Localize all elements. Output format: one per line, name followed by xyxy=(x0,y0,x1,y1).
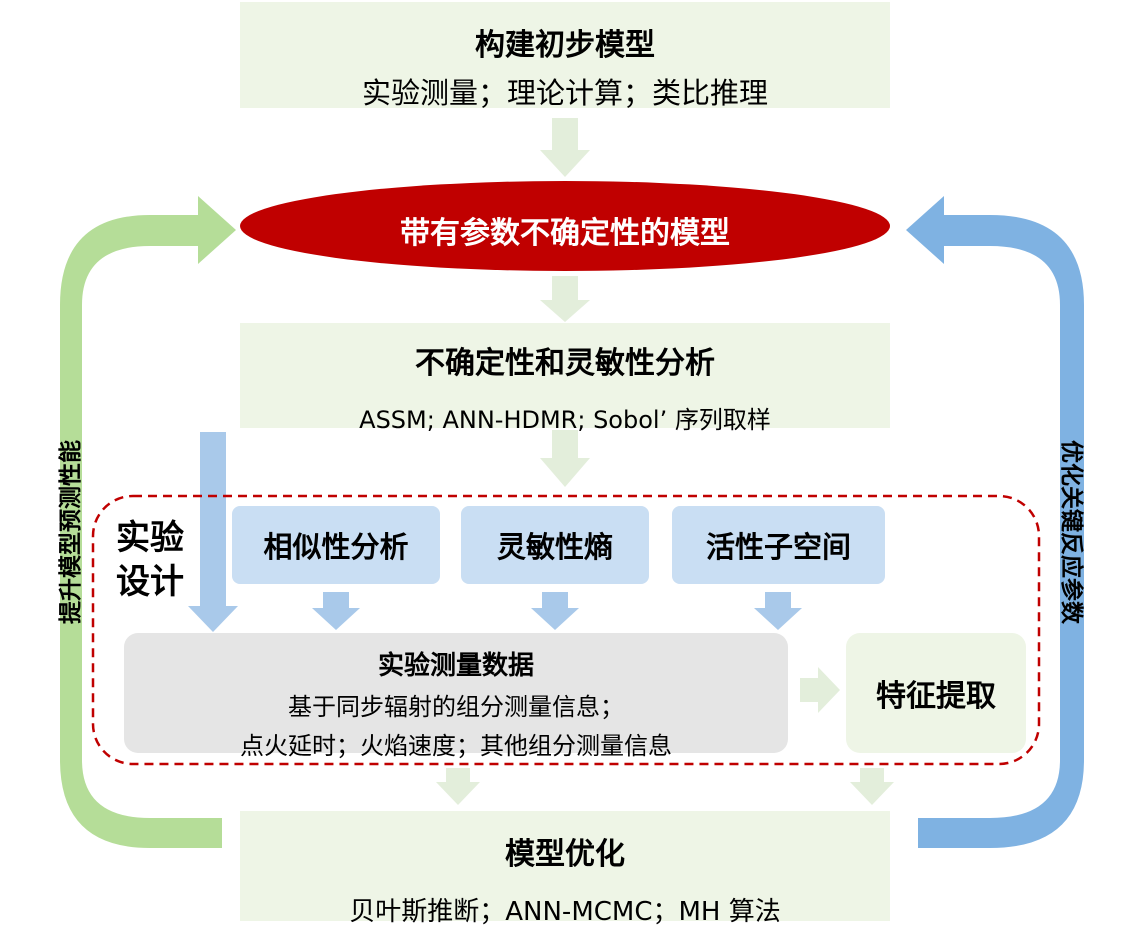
feature-extraction-label: 特征提取 xyxy=(876,679,996,714)
down-arrow-1 xyxy=(540,118,590,177)
measurement-data-box: 实验测量数据 基于同步辐射的组分测量信息； 点火延时；火焰速度；其他组分测量信息 xyxy=(124,633,788,760)
experiment-design-label: 实验 设计 xyxy=(116,516,184,604)
blue-arrow-3 xyxy=(754,592,802,630)
uncertainty-analysis-box: 不确定性和灵敏性分析 ASSM; ANN-HDMR; Sobol’ 序列取样 xyxy=(240,323,890,434)
method-active-subspace: 活性子空间 xyxy=(672,506,885,584)
down-arrow-4 xyxy=(436,768,480,805)
right-loop-arrow-head xyxy=(906,196,944,264)
model-optimization-box: 模型优化 贝叶斯推断；ANN-MCMC；MH 算法 xyxy=(240,811,890,927)
right-loop-arrow-body xyxy=(918,215,1084,848)
blue-long-arrow xyxy=(188,432,238,632)
right-arrow-to-feature xyxy=(800,667,840,713)
left-loop-label: 提升模型预测性能 xyxy=(58,440,84,624)
initial-model-subtitle: 实验测量；理论计算；类比推理 xyxy=(361,76,768,110)
left-loop-arrow-head xyxy=(198,196,236,264)
experiment-design-line2: 设计 xyxy=(116,562,184,602)
initial-model-box: 构建初步模型 实验测量；理论计算；类比推理 xyxy=(240,2,890,110)
initial-model-title: 构建初步模型 xyxy=(475,28,655,63)
method-sensitivity-entropy: 灵敏性熵 xyxy=(461,506,649,584)
uncertainty-analysis-subtitle: ASSM; ANN-HDMR; Sobol’ 序列取样 xyxy=(359,406,771,434)
uncertainty-analysis-title: 不确定性和灵敏性分析 xyxy=(415,346,715,381)
model-optimization-title: 模型优化 xyxy=(505,837,625,872)
measurement-data-line1: 基于同步辐射的组分测量信息； xyxy=(288,693,624,721)
uncertain-model-label: 带有参数不确定性的模型 xyxy=(400,216,730,251)
down-arrow-5 xyxy=(850,768,894,805)
down-arrow-2 xyxy=(540,276,590,322)
left-loop-arrow-body xyxy=(60,215,222,848)
down-arrow-3 xyxy=(540,430,590,487)
blue-arrow-2 xyxy=(531,592,579,630)
right-loop-label: 优化关键反应参数 xyxy=(1058,440,1084,624)
measurement-data-title: 实验测量数据 xyxy=(377,651,534,681)
blue-arrow-1 xyxy=(312,592,360,630)
measurement-data-line2: 点火延时；火焰速度；其他组分测量信息 xyxy=(240,732,672,760)
experiment-design-frame xyxy=(91,494,1041,766)
experiment-design-line1: 实验 xyxy=(116,518,184,558)
uncertain-model-ellipse xyxy=(240,181,890,271)
model-optimization-subtitle: 贝叶斯推断；ANN-MCMC；MH 算法 xyxy=(349,897,781,927)
feature-extraction-box: 特征提取 xyxy=(846,633,1026,753)
method-similarity: 相似性分析 xyxy=(232,506,440,584)
